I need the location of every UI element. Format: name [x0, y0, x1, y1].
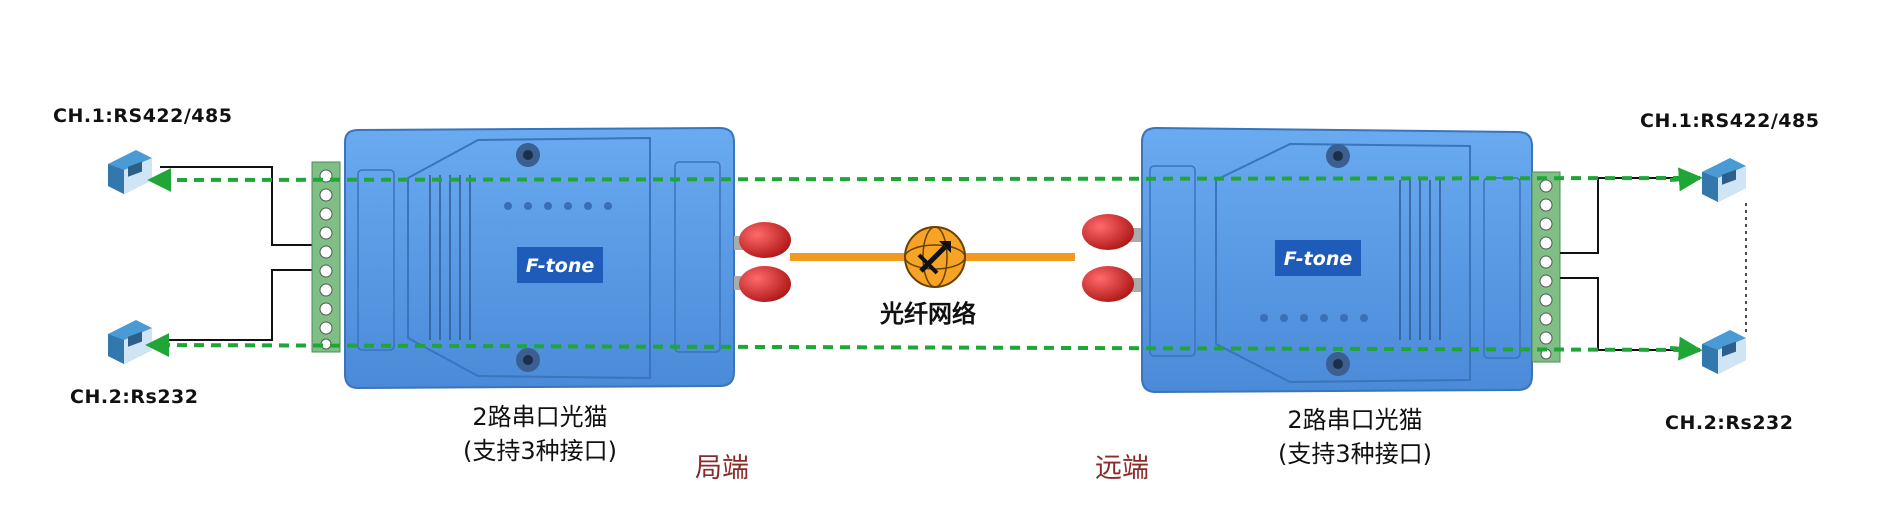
right-side-label: 远端	[1095, 453, 1149, 484]
left-wiring	[160, 166, 312, 341]
left-side-label: 局端	[695, 453, 749, 484]
right-brand-text: F-tone	[1284, 248, 1353, 270]
right-fiber-connectors	[1082, 214, 1142, 302]
left-fiber-connectors	[734, 222, 791, 302]
serial-adapter-icon	[1702, 158, 1746, 202]
serial-adapter-icon	[1702, 330, 1746, 374]
left-device: F-tone	[344, 126, 735, 390]
right-ch2-label: CH.2:Rs232	[1665, 412, 1794, 434]
right-ch1-label: CH.1:RS422/485	[1640, 110, 1820, 132]
serial-adapter-icon	[108, 150, 152, 194]
left-brand-text: F-tone	[526, 255, 595, 277]
left-ch1-adapter	[108, 150, 152, 194]
right-caption-line1: 2路串口光猫	[1287, 406, 1423, 434]
left-brand-plate	[517, 247, 603, 283]
left-caption-line1: 2路串口光猫	[472, 403, 608, 431]
left-terminal-block	[311, 161, 341, 353]
left-ch2-adapter	[108, 320, 152, 364]
left-caption-line2: (支持3种接口)	[463, 437, 617, 465]
right-ch2-adapter	[1702, 330, 1746, 374]
left-ch2-label: CH.2:Rs232	[70, 386, 199, 408]
right-brand-plate	[1275, 240, 1361, 276]
left-device-caption: 2路串口光猫 (支持3种接口)	[430, 400, 650, 468]
right-device-caption: 2路串口光猫 (支持3种接口)	[1245, 403, 1465, 471]
right-caption-line2: (支持3种接口)	[1278, 440, 1432, 468]
serial-adapter-icon	[108, 320, 152, 364]
right-terminal-block	[1531, 171, 1561, 363]
left-ch1-label: CH.1:RS422/485	[53, 105, 233, 127]
fiber-network-label: 光纤网络	[880, 300, 976, 328]
data-paths	[145, 167, 1703, 361]
fiber-cable	[790, 253, 1075, 261]
right-device: F-tone	[1141, 126, 1533, 394]
fiber-network-globe-icon	[904, 226, 966, 288]
right-wiring	[1560, 177, 1700, 351]
right-ch1-adapter	[1702, 158, 1746, 202]
